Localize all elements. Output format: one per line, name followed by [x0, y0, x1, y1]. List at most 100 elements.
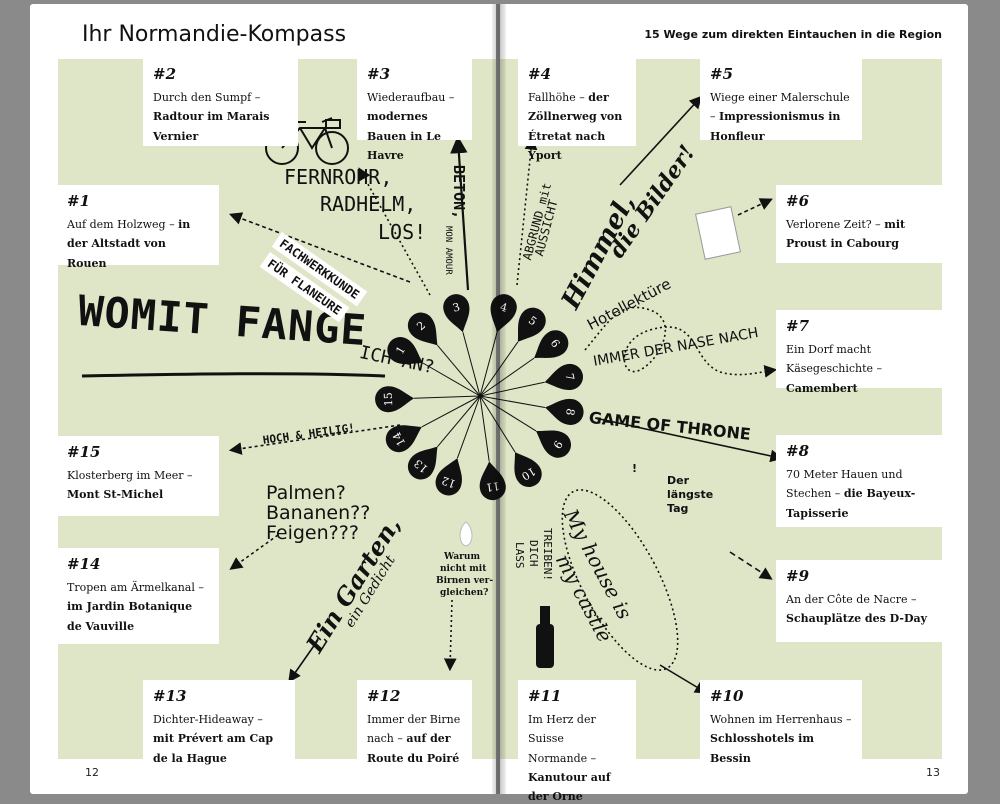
- pin-ray: [479, 341, 519, 397]
- tile-number: #11: [528, 687, 562, 705]
- page-title: Ihr Normandie-Kompass: [82, 22, 347, 47]
- pin-label: 4: [499, 300, 509, 314]
- tile-text-bold: die Bayeux-Tapisserie: [786, 487, 916, 520]
- pin-marker-9: 9: [535, 430, 571, 458]
- arrow-4: [516, 136, 538, 286]
- tile-number: #15: [67, 443, 101, 461]
- pin-marker-11: 11: [479, 461, 506, 501]
- tile-number: #5: [710, 65, 734, 83]
- tile-number: #4: [528, 65, 552, 83]
- arrow-1: [229, 212, 411, 283]
- tile-number: #9: [786, 567, 810, 585]
- tile-text-bold: Camembert: [786, 381, 858, 395]
- book-spread: Ihr Normandie-Kompass 12 15 Wege zum dir…: [30, 4, 968, 794]
- tile-text: Wiege einer Malerschule –: [710, 91, 850, 124]
- tile-text-bold: in der Altstadt von Rouen: [67, 218, 191, 270]
- lass-line3: TREIBEN!: [541, 528, 554, 581]
- pin-marker-3: 3: [443, 294, 470, 333]
- book-spine: [492, 4, 506, 794]
- tile-text: Tropen am Ärmelkanal –: [67, 581, 204, 594]
- tile-text-bold: Schlosshotels im Bessin: [710, 732, 814, 765]
- palmen-line1: Palmen?: [266, 482, 346, 504]
- tile-text-bold: Radtour im Marais Vernier: [153, 110, 270, 143]
- tile-text-bold: der Zöllnerweg von Étretat nach Yport: [528, 91, 623, 162]
- tile-number: #2: [153, 65, 177, 83]
- tile-number: #10: [710, 687, 744, 705]
- lass-line1: LASS: [513, 542, 526, 569]
- laengste-line3: Tag: [667, 502, 689, 515]
- birnen-line3: Birnen ver-: [436, 576, 494, 586]
- book-icon: [695, 206, 741, 260]
- page-number-right: 13: [926, 766, 940, 779]
- pin-label: 8: [563, 407, 577, 416]
- laengste-line1: Der: [667, 474, 690, 487]
- tile-text-bold: auf der Route du Poiré: [367, 732, 460, 765]
- pin-marker-12: 12: [435, 458, 462, 496]
- tile-text-bold: Kanutour auf der Orne: [528, 770, 611, 804]
- arrow-15: [228, 424, 401, 455]
- tile-text: Fallhöhe –: [528, 91, 589, 104]
- tile-number: #3: [367, 65, 391, 83]
- mon-amour-text: MON AMOUR: [443, 226, 453, 275]
- arrow-6: [737, 198, 773, 216]
- pin-marker-14: 14: [385, 425, 422, 453]
- pin-label: 11: [485, 479, 501, 494]
- excl-text: !: [632, 462, 638, 475]
- pear-icon: [459, 521, 473, 547]
- tile-text-bold: mit Prévert am Cap de la Hague: [153, 732, 274, 765]
- pin-marker-7: 7: [544, 363, 583, 391]
- pin-ray: [422, 362, 481, 397]
- tile-text: Klosterberg im Meer –: [67, 469, 193, 482]
- birnen-line4: gleichen?: [440, 588, 489, 598]
- birnen-line1: Warum: [444, 552, 480, 562]
- tile-text-bold: mit Proust in Cabourg: [786, 218, 906, 251]
- tile-text: Wohnen im Herrenhaus –: [710, 713, 852, 726]
- tile-text: 70 Meter Hauen und Stechen –: [786, 468, 903, 501]
- pin-ray: [479, 395, 537, 432]
- tile-number: #1: [67, 192, 91, 210]
- palmen-line2: Bananen??: [266, 502, 371, 524]
- pin-label: 15: [382, 392, 395, 406]
- laengste-line2: längste: [667, 488, 714, 501]
- pin-label: 12: [440, 473, 458, 490]
- pin-ray: [437, 395, 481, 447]
- pin-marker-5: 5: [517, 307, 546, 342]
- pin-marker-10: 10: [514, 451, 542, 487]
- los-text: LOS!: [378, 220, 427, 244]
- pin-ray: [479, 395, 546, 408]
- pin-marker-8: 8: [544, 398, 584, 425]
- tile-number: #7: [786, 317, 810, 335]
- beton-text: BETON,: [450, 165, 468, 220]
- tile-text-bold: Schauplätze des D-Day: [786, 612, 927, 626]
- page-subtitle: 15 Wege zum direkten Eintauchen in die R…: [644, 28, 942, 41]
- pin-ray: [421, 395, 481, 428]
- birnen-line2: nicht mit: [440, 564, 487, 574]
- pin-ray: [479, 395, 490, 462]
- tile-number: #6: [786, 192, 810, 210]
- arrow-3: [450, 135, 470, 291]
- tile-number: #13: [153, 687, 187, 705]
- fernrohr-text: FERNROHR,: [284, 165, 393, 189]
- tile-text: Im Herz der Suisse Normande –: [528, 713, 597, 765]
- arrow-10: [659, 664, 708, 694]
- arrow-5: [619, 95, 703, 186]
- tile-text: Dichter-Hideaway –: [153, 713, 263, 726]
- house-ellipse: [561, 489, 679, 671]
- tile-text: Ein Dorf macht Käsegeschichte –: [786, 343, 883, 376]
- tile-11: #11 Im Herz der Suisse Normande – Kanutou…: [518, 680, 636, 803]
- pin-ray: [414, 395, 481, 399]
- tile-text: Verlorene Zeit? –: [786, 218, 885, 231]
- pin-marker-4: 4: [490, 294, 517, 333]
- pin-ray: [462, 332, 481, 397]
- tile-text: Wiederaufbau –: [367, 91, 455, 104]
- lass-line2: DICH: [527, 540, 540, 567]
- arrow-2: [358, 167, 431, 296]
- tile-text-bold: Mont St-Michel: [67, 488, 164, 502]
